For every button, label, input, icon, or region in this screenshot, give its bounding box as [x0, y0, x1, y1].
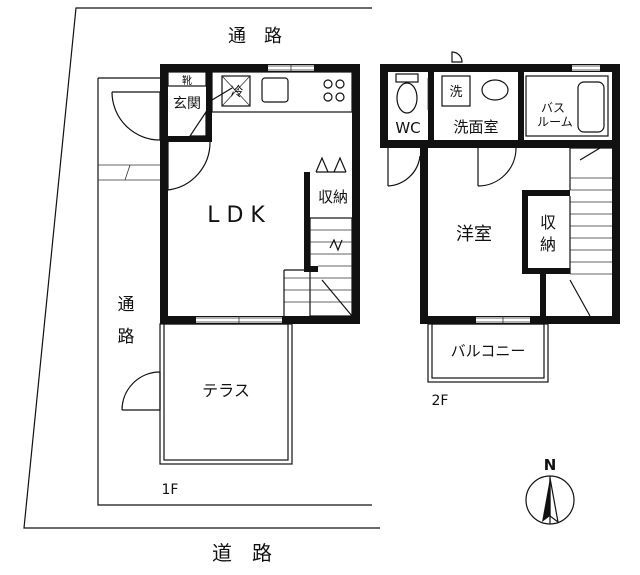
bathtub [525, 75, 609, 137]
compass [525, 475, 575, 525]
floor2-doors [387, 147, 517, 187]
floor2-closet-label-2: 納 [540, 235, 556, 254]
terrace-label: テラス [202, 381, 250, 400]
bath-label-1: バス [541, 101, 565, 115]
terrace [121, 323, 293, 465]
road-top-label: 通 路 [228, 26, 282, 47]
bath-label-2: ルーム [537, 115, 573, 129]
floor1-closet-doors [315, 156, 347, 173]
gate-door [111, 91, 161, 141]
site-boundary [23, 7, 380, 529]
balcony-label: バルコニー [451, 342, 526, 360]
toilet [395, 73, 429, 114]
road-left-label-1: 通 [118, 295, 135, 315]
genkan-label: 玄関 [173, 95, 201, 112]
western-room-label: 洋室 [456, 224, 492, 245]
shoe-box-label: 靴 [182, 74, 192, 87]
washroom-fixtures [441, 51, 509, 107]
fridge-label: 冷 [230, 85, 243, 100]
floor2-windows [476, 65, 600, 324]
washer-label: 洗 [449, 85, 462, 100]
floor1-closet-label: 収納 [318, 188, 348, 206]
floor2-closet-label-1: 収 [540, 213, 556, 232]
floor2-stairs [569, 147, 612, 317]
compass-north-label: N [544, 456, 557, 474]
kitchen-counter [211, 71, 353, 113]
balcony [427, 323, 549, 383]
floor1-level-label: 1F [162, 482, 179, 498]
floor1-stairs [283, 217, 353, 317]
genkan-area [167, 71, 211, 191]
floor1-windows [196, 64, 314, 324]
road-bottom-label: 道 路 [212, 541, 272, 565]
road-left-label-2: 路 [118, 327, 135, 347]
ldk-label: L D K [207, 203, 265, 228]
washroom-label: 洗面室 [453, 118, 498, 136]
floor2-level-label: 2F [432, 393, 449, 409]
wc-label: WC [395, 119, 420, 137]
